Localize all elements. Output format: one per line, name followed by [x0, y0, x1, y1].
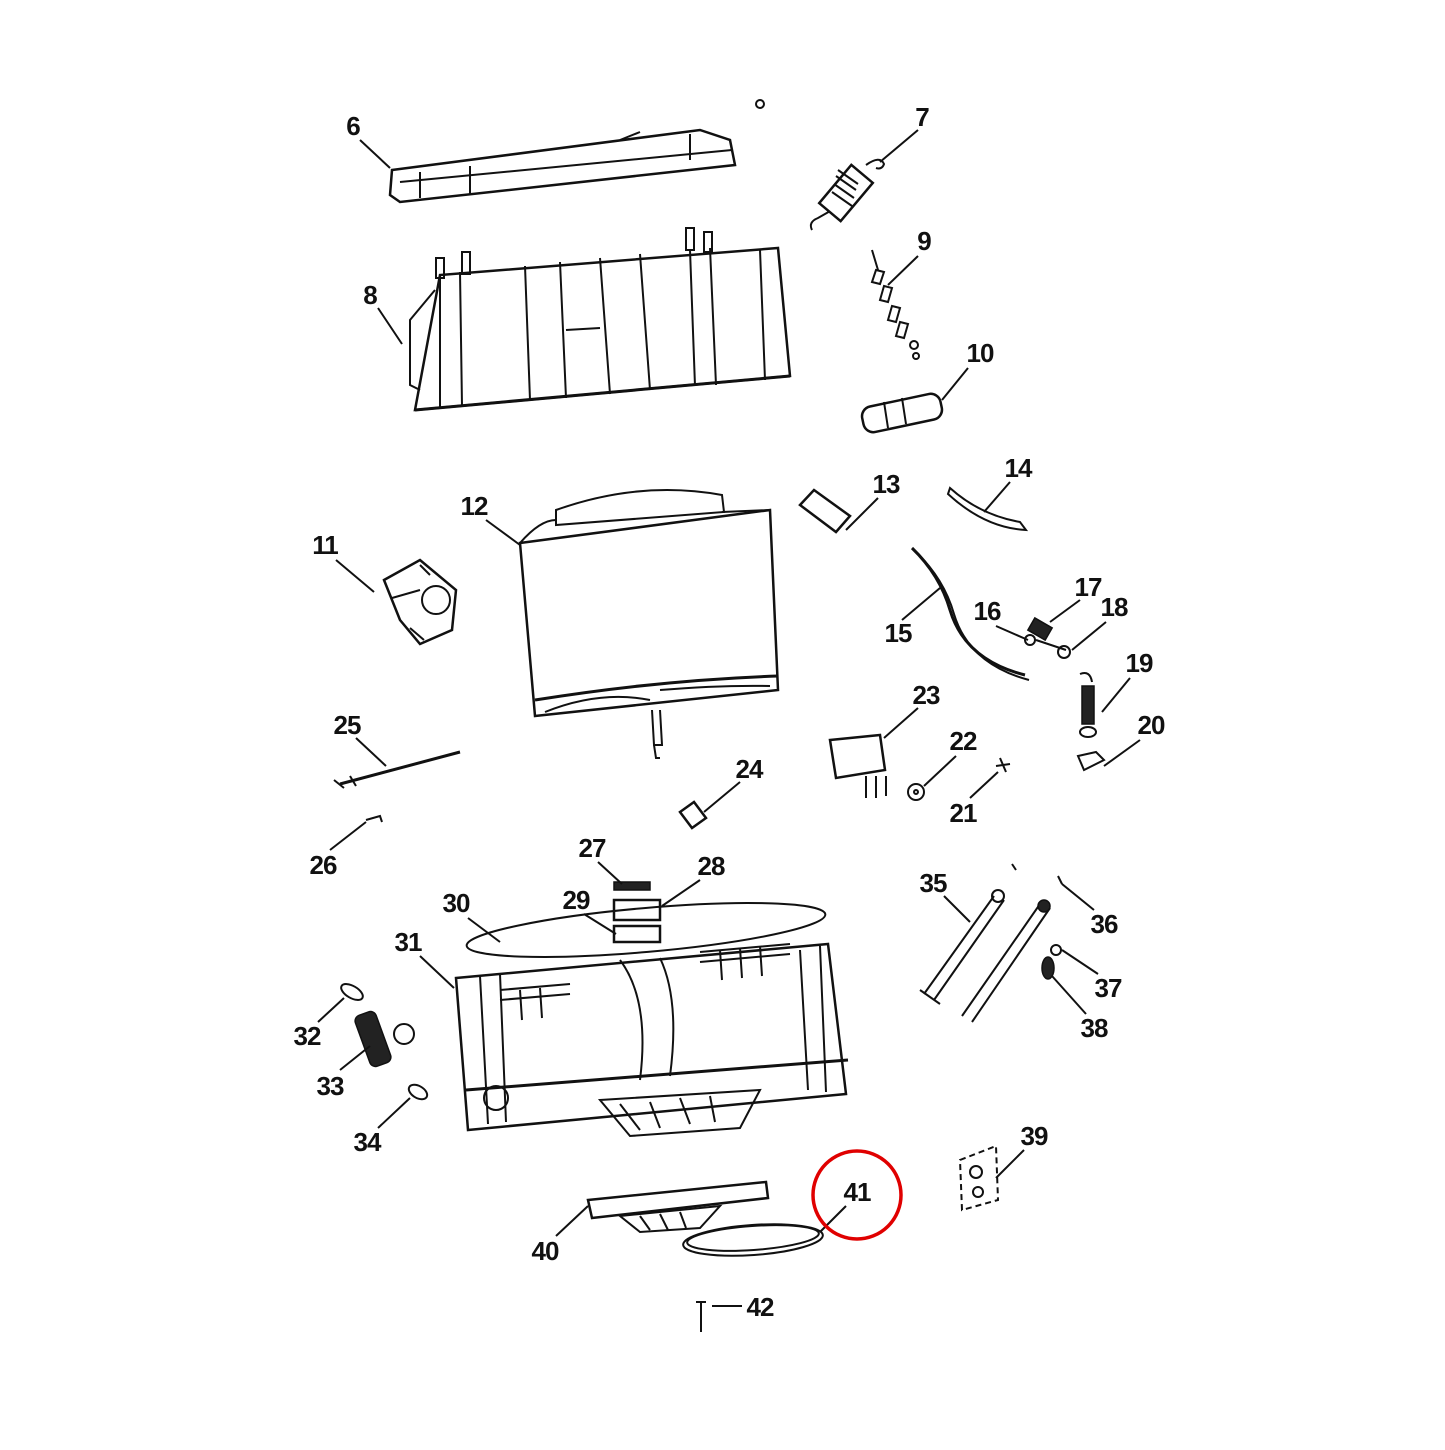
part-30-gasket-ring — [465, 902, 827, 958]
label-part-8: 8 — [363, 280, 378, 310]
part-21-screw — [969, 757, 1011, 799]
label-part-36: 36 — [1090, 909, 1119, 939]
part-35-suspension-rod — [919, 889, 1005, 1005]
part-39-bracket-plate — [958, 1144, 1025, 1212]
label-part-25: 25 — [333, 710, 362, 740]
part-31-base-frame — [419, 942, 849, 1138]
part-13-pad — [798, 488, 879, 534]
label-part-31: 31 — [394, 927, 423, 957]
label-part-37: 37 — [1094, 973, 1123, 1003]
label-part-11: 11 — [312, 530, 338, 560]
part-40-base-plate — [555, 1180, 770, 1237]
label-part-7: 7 — [915, 102, 930, 132]
part-12-tub — [485, 489, 780, 759]
label-part-20: 20 — [1137, 710, 1166, 740]
part-6-console-bar — [359, 128, 737, 204]
part-10-damper — [860, 367, 969, 434]
part-26-hook — [329, 814, 383, 851]
label-part-27: 27 — [578, 833, 607, 863]
label-part-33: 33 — [316, 1071, 345, 1101]
label-part-23: 23 — [912, 680, 941, 710]
part-11-valve-assembly — [335, 558, 458, 646]
label-part-6: 6 — [346, 111, 361, 141]
label-part-21: 21 — [949, 798, 978, 828]
part-14-hose — [946, 481, 1029, 532]
label-part-18: 18 — [1100, 592, 1129, 622]
label-part-22: 22 — [949, 726, 978, 756]
label-part-34: 34 — [353, 1127, 382, 1157]
label-part-35: 35 — [919, 868, 948, 898]
label-part-15: 15 — [884, 618, 913, 648]
part-15-wire — [901, 546, 1030, 681]
part-42-screw — [696, 1301, 742, 1332]
label-part-32: 32 — [293, 1021, 322, 1051]
parts-27-29-hub — [583, 861, 701, 944]
part-23-pump — [828, 707, 919, 798]
label-part-13: 13 — [872, 469, 901, 499]
label-part-28: 28 — [697, 851, 726, 881]
label-part-12: 12 — [460, 491, 489, 521]
part-38-bushing — [1041, 956, 1087, 1015]
label-part-39: 39 — [1020, 1121, 1049, 1151]
label-part-19: 19 — [1125, 648, 1154, 678]
part-36-suspension-rod — [961, 863, 1095, 1023]
part-41-belt-ring — [682, 1205, 847, 1257]
label-part-17: 17 — [1074, 572, 1103, 602]
label-part-14: 14 — [1004, 453, 1033, 483]
label-part-24: 24 — [735, 754, 764, 784]
label-part-38: 38 — [1080, 1013, 1109, 1043]
part-7-spring — [809, 129, 919, 231]
highlight-circle-41 — [811, 1149, 903, 1241]
part-22-washer — [907, 755, 957, 801]
part-34-oring — [377, 1083, 429, 1129]
label-part-26: 26 — [309, 850, 338, 880]
part-20-clip — [1076, 739, 1141, 772]
part-small-screw-top — [755, 99, 765, 109]
label-part-40: 40 — [531, 1236, 560, 1266]
part-24-bracket — [678, 781, 741, 830]
part-32-oring — [317, 983, 364, 1023]
label-part-9: 9 — [917, 226, 932, 256]
label-part-42: 42 — [746, 1292, 775, 1322]
part-8-cabinet-frame — [377, 227, 792, 412]
part-33-valve — [339, 1010, 415, 1071]
parts-16-18-valve — [995, 599, 1107, 659]
label-part-30: 30 — [442, 888, 471, 918]
part-9-chain — [870, 249, 920, 360]
label-part-41: 41 — [843, 1177, 872, 1207]
part-37-nut — [1050, 944, 1099, 975]
label-part-29: 29 — [562, 885, 591, 915]
label-part-16: 16 — [973, 596, 1002, 626]
part-19-drain-tube — [1079, 672, 1131, 738]
part-25-rod — [333, 737, 461, 789]
label-part-10: 10 — [966, 338, 995, 368]
